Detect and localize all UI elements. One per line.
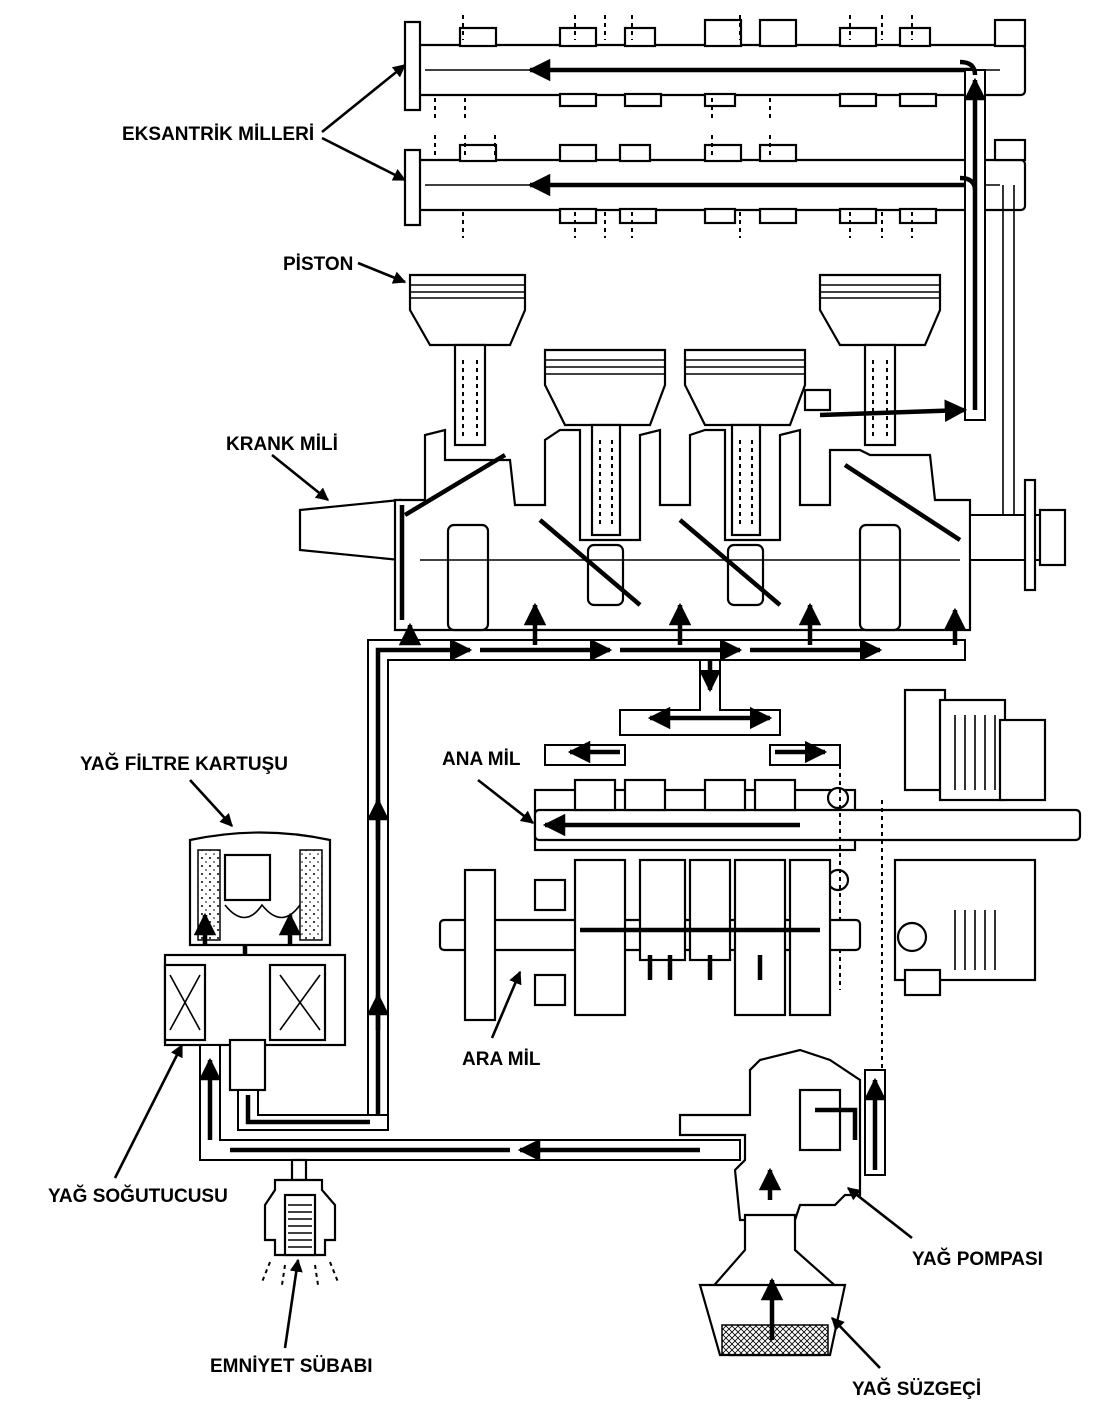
label-piston: PİSTON (283, 254, 353, 275)
label-oil-cooler: YAĞ SOĞUTUCUSU (48, 1185, 228, 1207)
clutch (893, 688, 1047, 997)
camshaft-upper (403, 15, 1027, 118)
piston-2 (543, 348, 667, 537)
label-crankshaft: KRANK MİLİ (226, 434, 338, 455)
label-countershaft: ARA MİL (462, 1049, 541, 1070)
crankshaft (298, 388, 1067, 632)
transmission-feed (544, 659, 841, 766)
label-camshafts: EKSANTRİK MİLLERİ (122, 124, 314, 145)
oil-pump (678, 1048, 887, 1222)
oil-strainer (698, 1213, 847, 1357)
piston-4 (818, 273, 942, 447)
label-oil-filter: YAĞ FİLTRE KARTUŞU (80, 753, 288, 775)
oil-filter-cartridge (188, 831, 332, 1003)
mainshaft (533, 765, 1082, 1080)
piston-1 (408, 273, 527, 447)
label-main-shaft: ANA MİL (442, 749, 521, 770)
cam-oil-line (959, 59, 1015, 520)
leader-lines (113, 63, 913, 1369)
camshaft-lower (403, 135, 1027, 238)
label-oil-pump: YAĞ POMPASI (912, 1248, 1043, 1270)
countershaft (438, 858, 862, 1022)
relief-valve (261, 1158, 339, 1286)
piston-3 (683, 348, 807, 537)
label-relief-valve: EMNİYET SÜBABI (210, 1356, 373, 1377)
oil-cooler (163, 953, 741, 1162)
label-oil-strainer: YAĞ SÜZGEÇİ (852, 1378, 981, 1400)
